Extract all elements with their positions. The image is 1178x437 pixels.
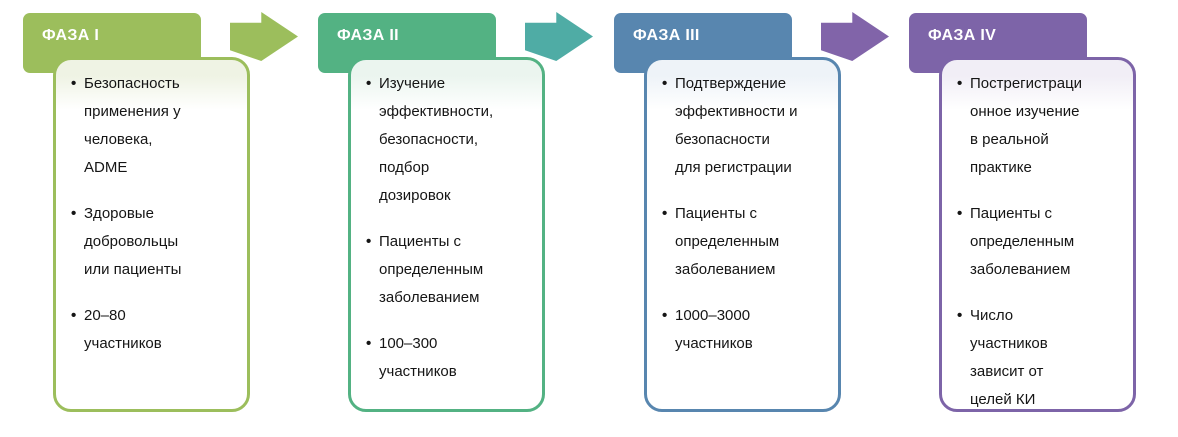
arrow-right-icon xyxy=(525,12,593,61)
bullet-icon: • xyxy=(366,335,372,352)
bullet-item: • 100–300 участников xyxy=(366,330,516,386)
arrow-right-icon xyxy=(230,12,298,61)
phase-card: • Пострегистраци онное изучение в реально… xyxy=(939,57,1136,412)
bullet-text: Пациенты с определенным заболеванием xyxy=(970,205,1075,278)
bullet-item: • 20–80 участников xyxy=(71,302,221,358)
bullet-icon: • xyxy=(957,205,963,222)
phase-bullet-list: • Подтверждение эффективности и безопасно… xyxy=(647,60,838,358)
bullet-item: • Пациенты с определенным заболеванием xyxy=(366,228,516,312)
phase-tab-label: ФАЗА IV xyxy=(928,27,997,44)
bullet-text: 1000–3000 участников xyxy=(675,307,753,352)
bullet-text: Пострегистраци онное изучение в реальной… xyxy=(970,75,1083,176)
bullet-icon: • xyxy=(71,307,77,324)
bullet-icon: • xyxy=(71,205,77,222)
phase-bullet-list: • Изучение эффективности, безопасности, п… xyxy=(351,60,542,386)
bullet-icon: • xyxy=(957,307,963,324)
phase-bullet-list: • Пострегистраци онное изучение в реально… xyxy=(942,60,1133,414)
bullet-item: • Пациенты с определенным заболеванием xyxy=(957,200,1107,284)
arrow-right-icon xyxy=(821,12,889,61)
bullet-icon: • xyxy=(662,307,668,324)
bullet-text: Здоровые добровольцы или пациенты xyxy=(84,205,182,278)
bullet-item: • Пострегистраци онное изучение в реально… xyxy=(957,70,1107,182)
bullet-text: Изучение эффективности, безопасности, по… xyxy=(379,75,494,204)
bullet-item: • 1000–3000 участников xyxy=(662,302,812,358)
bullet-item: • Безопасность применения у человека, ADM… xyxy=(71,70,221,182)
phase-card: • Подтверждение эффективности и безопасно… xyxy=(644,57,841,412)
bullet-text: 20–80 участников xyxy=(84,307,162,352)
bullet-item: • Число участников зависит от целей КИ xyxy=(957,302,1107,414)
bullet-icon: • xyxy=(71,75,77,92)
bullet-icon: • xyxy=(662,205,668,222)
bullet-text: 100–300 участников xyxy=(379,335,457,380)
phase-column-3: ФАЗА III • Подтверждение эффективности и … xyxy=(614,0,910,437)
bullet-item: • Здоровые добровольцы или пациенты xyxy=(71,200,221,284)
phase-tab-label: ФАЗА II xyxy=(337,27,399,44)
phase-tab-label: ФАЗА I xyxy=(42,27,100,44)
phase-card: • Изучение эффективности, безопасности, п… xyxy=(348,57,545,412)
bullet-item: • Пациенты с определенным заболеванием xyxy=(662,200,812,284)
phase-bullet-list: • Безопасность применения у человека, ADM… xyxy=(56,60,247,358)
bullet-icon: • xyxy=(366,233,372,250)
bullet-text: Пациенты с определенным заболеванием xyxy=(379,233,484,306)
bullet-item: • Изучение эффективности, безопасности, п… xyxy=(366,70,516,210)
bullet-text: Подтверждение эффективности и безопаснос… xyxy=(675,75,798,176)
bullet-icon: • xyxy=(366,75,372,92)
bullet-text: Безопасность применения у человека, ADME xyxy=(84,75,181,176)
phase-tab-label: ФАЗА III xyxy=(633,27,700,44)
phase-column-2: ФАЗА II • Изучение эффективности, безопас… xyxy=(318,0,614,437)
phase-column-1: ФАЗА I • Безопасность применения у челове… xyxy=(23,0,319,437)
bullet-item: • Подтверждение эффективности и безопасно… xyxy=(662,70,812,182)
phase-card: • Безопасность применения у человека, ADM… xyxy=(53,57,250,412)
bullet-icon: • xyxy=(662,75,668,92)
phase-column-4: ФАЗА IV • Пострегистраци онное изучение в… xyxy=(909,0,1178,437)
bullet-text: Число участников зависит от целей КИ xyxy=(970,307,1048,408)
bullet-text: Пациенты с определенным заболеванием xyxy=(675,205,780,278)
bullet-icon: • xyxy=(957,75,963,92)
